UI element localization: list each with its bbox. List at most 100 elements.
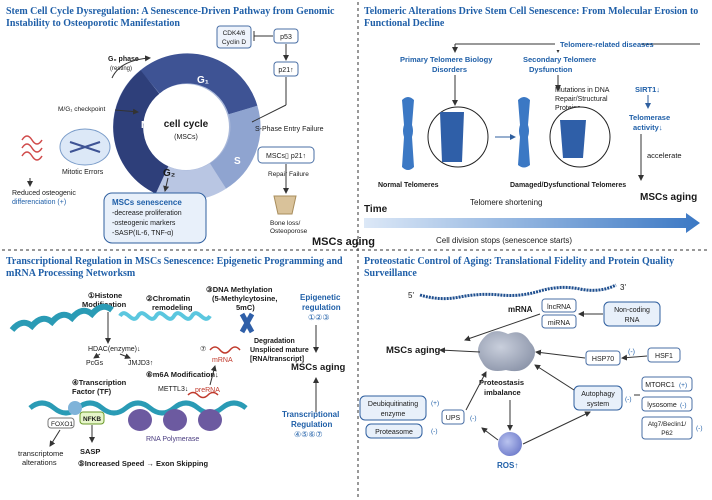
time-label: Time <box>364 204 388 215</box>
foxo-arrow <box>49 429 61 447</box>
mtorc1-box <box>641 376 693 392</box>
deub-line2: enzyme <box>381 411 406 418</box>
epigenetic-line1: Epigenetic <box>300 293 341 302</box>
q2-msc-aging: MSCs aging <box>640 192 697 203</box>
blob-to-aging-arrow <box>439 347 481 354</box>
lysosome-box <box>641 396 693 412</box>
ups-label: UPS <box>446 415 461 422</box>
transcriptome-line1: transcriptome <box>18 449 63 458</box>
senescence-item-3: -SASP(IL-6, TNF-α) <box>112 230 173 237</box>
autophagy-box <box>573 385 623 411</box>
prerna-to-mrna-arrow <box>209 365 217 386</box>
mtorc1-sign: (+) <box>679 382 687 389</box>
rna-to-aging-arrow <box>464 313 541 342</box>
autophagy-line1: Autophagy <box>581 391 615 398</box>
proteostasis-line2: imbalance <box>484 388 521 397</box>
sphase-failure: S-Phase Entry Failure <box>255 126 324 133</box>
deub-box <box>359 395 427 421</box>
cdk-box <box>216 25 252 49</box>
atg-sign: (-) <box>696 425 703 432</box>
rna-polymerase-label: RNA Polymerase <box>146 436 199 443</box>
q2-panel: Telomeric Alterations Drive Stem Cell Se… <box>364 6 700 245</box>
q3-title-line1: Transcriptional Regulation in MSCs Senes… <box>6 256 343 267</box>
hsp70-box <box>585 350 621 366</box>
prerna-label: preRNA <box>195 387 220 394</box>
q1-panel: Stem Cell Cycle Dysregulation: A Senesce… <box>6 6 335 244</box>
q3-title-line2: mRNA Processing Networksm <box>6 268 136 279</box>
foxo1-label: FOXO1 <box>51 421 73 428</box>
telomerase-line2: activity↓ <box>633 123 663 132</box>
mitotic-errors: Mitotic Errors <box>62 169 104 176</box>
trans-line1: Transcriptional <box>282 410 339 419</box>
chromatin-coil <box>118 311 212 321</box>
primary-line1: Primary Telomere Biology <box>400 55 493 64</box>
mirna-box <box>541 314 577 329</box>
autophagy-to-blob-arrow <box>534 364 575 391</box>
m-segment <box>113 70 169 194</box>
proteasome-sign: (-) <box>431 428 438 435</box>
lncrna-label: lncRNA <box>547 304 571 311</box>
sphase-line <box>251 104 287 123</box>
atg-line2: P62 <box>661 430 673 437</box>
hdac-pcgs-arrow <box>93 352 101 359</box>
q2-title-line2: Functional Decline <box>364 18 445 29</box>
m6a-label: ⑥m6A Modification↓ <box>146 370 219 379</box>
proteasome-label: Proteasome <box>375 429 413 436</box>
rna-polymerase-icon-1 <box>128 409 152 431</box>
chromatin-line1: ②Chromatin <box>146 294 191 303</box>
epigenetic-line2: regulation <box>302 303 341 312</box>
nfkb-box <box>79 411 105 425</box>
p53-label: p53 <box>280 34 292 41</box>
p21-box <box>273 61 299 77</box>
lysosome-sign: (-) <box>680 402 687 409</box>
noncoding-line1: Non-coding <box>614 307 650 314</box>
g1-label: G₁ <box>197 75 209 86</box>
cycle-center-label: cell cycle <box>164 119 209 130</box>
mtorc1-label: MTORC1 <box>645 382 675 389</box>
q1-title-line2: Instability to Osteoporotic Manifestatio… <box>6 18 180 29</box>
rna-polymerase-icon-3 <box>198 409 222 431</box>
mrna-label-q4: mRNA <box>508 305 533 314</box>
step7-label: ⑦ <box>200 345 206 353</box>
hsp70-to-blob-arrow <box>535 349 586 359</box>
transcriptome-line2: alterations <box>22 458 57 467</box>
checkpoint-label: M/G₁ checkpoint <box>58 106 106 113</box>
autophagy-sign: (-) <box>625 396 632 403</box>
checkpoint-arrow <box>114 108 139 115</box>
ros-to-autophagy-arrow <box>522 411 591 445</box>
g0-arrow <box>111 55 151 79</box>
noncoding-box <box>603 301 661 327</box>
pcgs-label: PcGs <box>86 360 104 367</box>
spindle-icon-b <box>69 141 101 153</box>
q3-panel: Transcriptional Regulation in MSCs Senes… <box>6 256 346 468</box>
dna-meth-line1: ③DNA Methylation <box>206 285 273 294</box>
degradation-line2: Unspliced mature <box>250 347 309 354</box>
cycle-center-sub: (MSCs) <box>174 134 198 141</box>
degradation-line1: Degradation <box>254 338 295 345</box>
q4-panel: Proteostatic Control of Aging: Translati… <box>359 256 703 470</box>
ups-box <box>441 409 465 425</box>
m-label: M <box>141 120 149 131</box>
q2-title-line1: Telomeric Alterations Drive Stem Cell Se… <box>364 6 698 17</box>
trans-line3: ④⑤⑥⑦ <box>294 430 323 439</box>
hsf1-box <box>647 347 681 363</box>
deub-line1: Deubiquitinating <box>368 401 418 408</box>
jmjd3-label: JMJD3↑ <box>128 360 153 367</box>
hdac-label: HDAC(enzyme)↓ <box>88 346 141 353</box>
autophagy-line2: system <box>587 401 609 408</box>
ups-to-blob-arrow <box>465 371 487 411</box>
disease-label-bg <box>555 37 641 50</box>
sasp-label: SASP <box>80 447 100 456</box>
epigenetic-line3: ①②③ <box>308 313 330 322</box>
mirna-label: miRNA <box>548 320 570 327</box>
hsf1-label: HSF1 <box>655 353 673 360</box>
lysosome-label: lysosome <box>647 402 677 409</box>
tf-protein-icon <box>68 401 82 415</box>
tf-line1: ④Transcription <box>72 378 127 387</box>
proteostasis-line1: Proteostasis <box>479 378 524 387</box>
telomere-diseases: Telomere-related diseases <box>560 40 654 49</box>
mutations-line3: Proteins <box>555 105 581 112</box>
reduced-osteo-line2: differenciation (+) <box>12 199 66 206</box>
